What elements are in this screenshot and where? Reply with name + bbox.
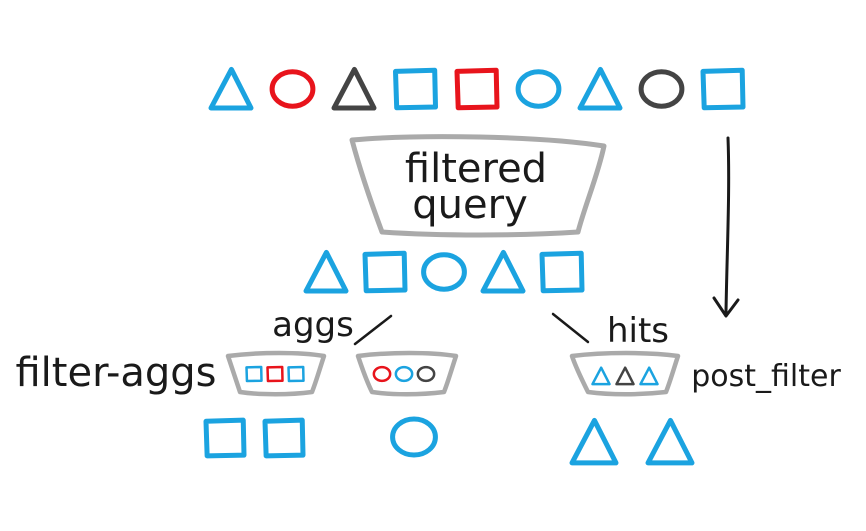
- filter-aggs-result-row: [203, 417, 306, 459]
- square-icon: [266, 365, 284, 383]
- square-icon: [393, 67, 438, 111]
- aggs-result-row: [390, 416, 438, 458]
- down-arrow-head: [712, 296, 740, 318]
- aggs-box: [355, 350, 459, 397]
- filter-aggs-box-shapes: [245, 365, 305, 383]
- triangle-icon: [569, 417, 619, 466]
- all-documents-row: [208, 66, 746, 111]
- square-icon: [262, 417, 306, 459]
- square-icon: [245, 365, 263, 383]
- triangle-icon: [331, 66, 377, 111]
- filtered-documents-row: [303, 249, 585, 294]
- aggs-box-shapes: [372, 365, 436, 383]
- circle-icon: [638, 69, 685, 109]
- aggs-branch-line: [353, 314, 393, 346]
- filter-aggs-label: filter-aggs: [15, 350, 216, 396]
- filtered-query-label-line1: filtered: [405, 146, 547, 192]
- post-filter-box-shapes: [591, 366, 659, 386]
- aggs-label: aggs: [272, 305, 354, 345]
- filter-aggs-box: [225, 350, 327, 397]
- filtered-query-label-line2: query: [412, 182, 527, 228]
- triangle-icon: [645, 417, 695, 466]
- square-icon: [539, 250, 585, 294]
- post-filter-label: post_filter: [691, 359, 841, 394]
- square-icon: [203, 417, 247, 459]
- triangle-icon: [615, 366, 635, 386]
- triangle-icon: [577, 66, 623, 111]
- triangle-icon: [480, 249, 526, 294]
- square-icon: [362, 250, 408, 294]
- circle-icon: [394, 365, 414, 383]
- hits-result-row: [569, 417, 695, 466]
- circle-icon: [372, 365, 392, 383]
- circle-icon: [390, 416, 438, 458]
- triangle-icon: [639, 366, 659, 386]
- circle-icon: [421, 252, 467, 292]
- circle-icon: [515, 69, 562, 109]
- down-arrow-line: [724, 136, 731, 314]
- square-icon: [700, 67, 746, 111]
- square-icon: [287, 365, 305, 383]
- hits-branch-line: [551, 312, 590, 344]
- triangle-icon: [591, 366, 611, 386]
- hits-label: hits: [607, 311, 669, 351]
- circle-icon: [269, 69, 316, 109]
- square-icon: [454, 67, 500, 111]
- triangle-icon: [208, 66, 254, 111]
- circle-icon: [416, 365, 436, 383]
- filtered-query-box: [349, 134, 607, 238]
- triangle-icon: [303, 249, 349, 294]
- post-filter-box: [569, 350, 681, 397]
